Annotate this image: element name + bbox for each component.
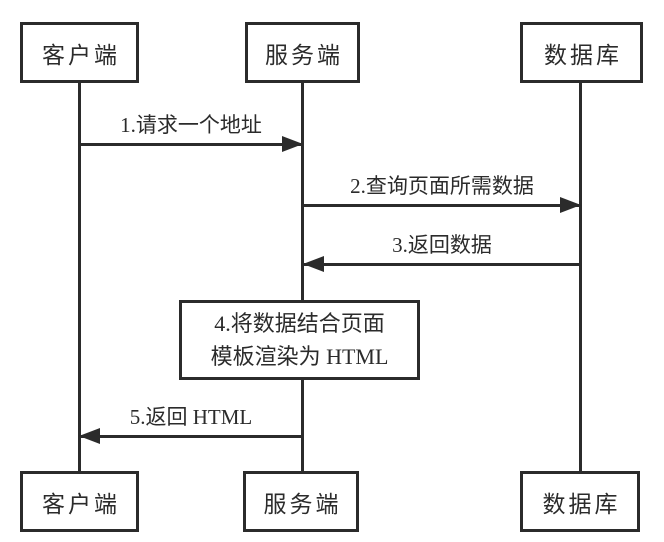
- self-action-line-2: 模板渲染为 HTML: [210, 344, 389, 369]
- actor-label-server: 服务端: [265, 42, 343, 68]
- self-action-line-1: 4.将数据结合页面: [214, 311, 385, 336]
- actor-label-database: 数据库: [544, 42, 622, 68]
- actor-box-client-bottom: 客户端: [20, 471, 139, 532]
- arrowhead-left-icon: [79, 428, 100, 444]
- message-5-line: [79, 435, 303, 438]
- self-action-note-box: 4.将数据结合页面 模板渲染为 HTML: [179, 300, 420, 380]
- lifeline-database: [579, 83, 582, 471]
- actor-label-database: 数据库: [542, 491, 621, 517]
- arrowhead-right-icon: [560, 197, 581, 213]
- actor-label-server: 服务端: [263, 491, 342, 517]
- message-5-label: 5.返回 HTML: [129, 405, 253, 429]
- message-1-line: [79, 143, 303, 146]
- message-3-label: 3.返回数据: [392, 233, 492, 257]
- lifeline-server: [301, 83, 304, 471]
- actor-box-database-top: 数据库: [520, 22, 643, 83]
- message-2-line: [303, 204, 581, 207]
- actor-label-client: 客户端: [42, 491, 120, 517]
- actor-box-client-top: 客户端: [20, 22, 139, 83]
- actor-label-client: 客户端: [42, 42, 120, 68]
- actor-box-server-top: 服务端: [245, 22, 360, 83]
- actor-box-server-bottom: 服务端: [243, 471, 359, 532]
- message-1-label: 1.请求一个地址: [120, 113, 262, 137]
- arrowhead-left-icon: [303, 256, 324, 272]
- message-2-label: 2.查询页面所需数据: [350, 174, 534, 198]
- arrowhead-right-icon: [282, 136, 303, 152]
- actor-box-database-bottom: 数据库: [520, 471, 640, 532]
- message-3-line: [303, 263, 581, 266]
- lifeline-client: [78, 83, 81, 471]
